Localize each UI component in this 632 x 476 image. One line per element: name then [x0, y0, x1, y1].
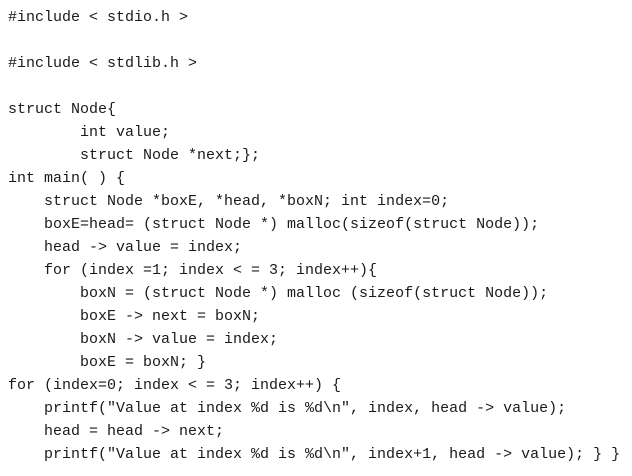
code-line-malloc-head: boxE=head= (struct Node *) malloc(sizeof…: [8, 216, 540, 233]
code-line-set-value: boxN -> value = index;: [8, 331, 279, 348]
code-line-include-stdio: #include < stdio.h >: [8, 9, 189, 26]
code-line-struct-field-value: int value;: [8, 124, 171, 141]
code-line-blank: [8, 29, 620, 52]
code-line-advance-head: head = head -> next;: [8, 423, 225, 440]
code-line-for-build: for (index =1; index < = 3; index++){: [8, 262, 378, 279]
code-line-advance-boxe: boxE = boxN; }: [8, 354, 207, 371]
code-line-printf-1: printf("Value at index %d is %d\n", inde…: [8, 400, 567, 417]
code-snippet: #include < stdio.h > #include < stdlib.h …: [8, 6, 620, 466]
code-line-main-decl: int main( ) {: [8, 170, 126, 187]
code-line-malloc-boxn: boxN = (struct Node *) malloc (sizeof(st…: [8, 285, 549, 302]
code-line-head-value: head -> value = index;: [8, 239, 243, 256]
code-line-include-stdlib: #include < stdlib.h >: [8, 55, 198, 72]
code-line-struct-decl: struct Node{: [8, 101, 117, 118]
code-line-link-next: boxE -> next = boxN;: [8, 308, 261, 325]
code-line-struct-field-next: struct Node *next;};: [8, 147, 261, 164]
code-line-for-print: for (index=0; index < = 3; index++) {: [8, 377, 342, 394]
code-line-var-decl: struct Node *boxE, *head, *boxN; int ind…: [8, 193, 450, 210]
code-line-printf-2: printf("Value at index %d is %d\n", inde…: [8, 446, 621, 463]
code-line-blank: [8, 75, 620, 98]
